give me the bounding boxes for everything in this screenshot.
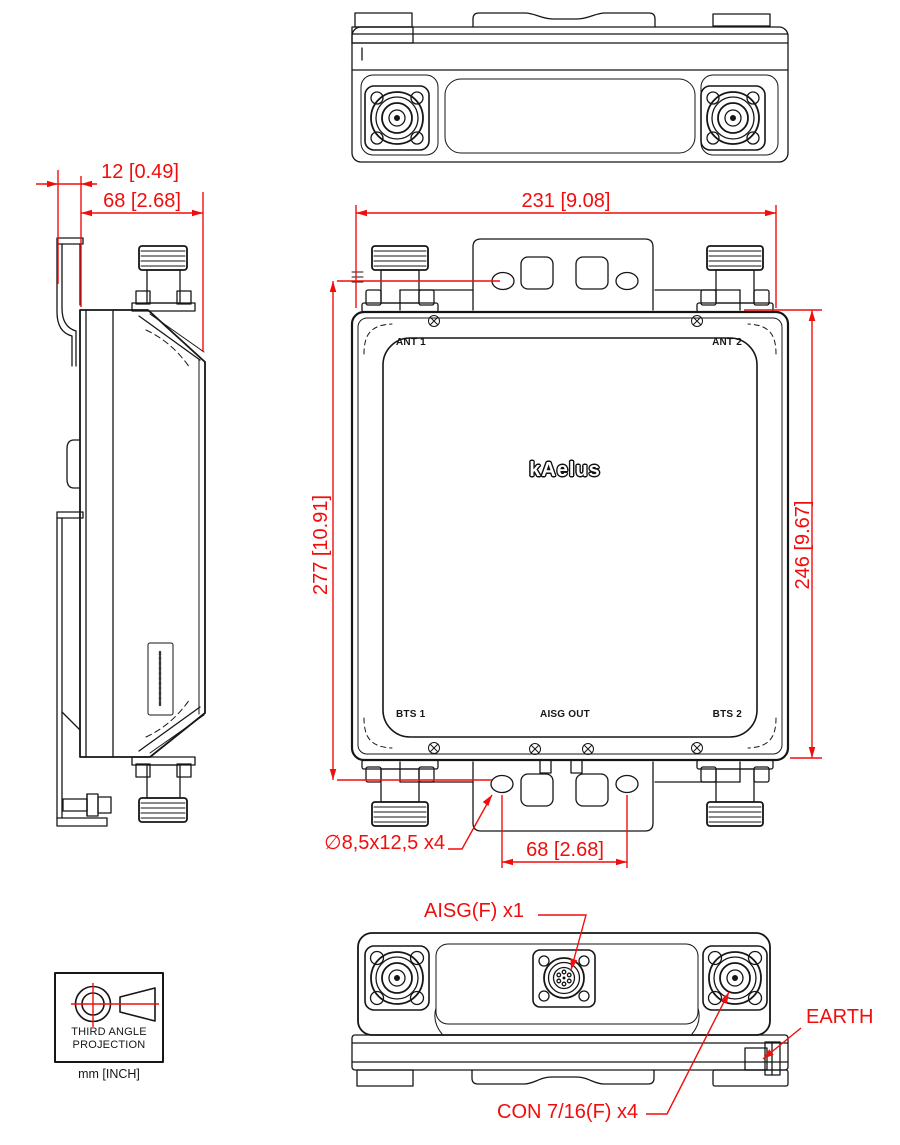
- side-view-mounting-bracket: [56, 237, 112, 827]
- callout-earth: EARTH: [806, 1006, 874, 1028]
- top-view-connector-right: [700, 85, 766, 151]
- dimension-arrowheads: [47, 180, 816, 1059]
- port-label-bts1: BTS 1: [396, 709, 426, 720]
- callout-rf-connectors: CON 7/16(F) x4: [497, 1101, 639, 1123]
- aisg-connector: [532, 949, 596, 1008]
- dim-slot-pitch: 68 [2.68]: [526, 839, 604, 861]
- slot-callout-leader: [448, 794, 493, 850]
- aisg-leader: [538, 914, 587, 971]
- dim-overall-width: 231 [9.08]: [521, 190, 611, 212]
- front-view-connector-bottom-left: [361, 759, 439, 827]
- dim-mounting-pitch: 277 [10.91]: [310, 494, 332, 596]
- front-view-connector-top-right: [696, 245, 774, 313]
- front-view-bottom-bracket: [399, 761, 741, 832]
- front-view-connector-top-left: [361, 245, 439, 313]
- dim-body-depth: 68 [2.68]: [103, 190, 181, 212]
- units-note: mm [INCH]: [78, 1067, 140, 1081]
- bottom-view: [351, 932, 789, 1087]
- kaelus-logo: kAelus: [529, 459, 601, 481]
- front-view-body: [350, 271, 790, 762]
- slot-hole-callout: ∅8,5x12,5 x4: [324, 832, 445, 854]
- port-label-bts2: BTS 2: [712, 709, 742, 720]
- port-label-aisg-out: AISG OUT: [540, 709, 590, 720]
- side-view-label-plate: [147, 642, 174, 716]
- con-leader: [646, 991, 730, 1115]
- dim-bracket-offset: 12 [0.49]: [101, 161, 179, 183]
- top-view: [351, 12, 789, 163]
- projection-title-line2: PROJECTION: [72, 1039, 146, 1051]
- front-view-connector-bottom-right: [696, 759, 774, 827]
- front-view-top-bracket: [399, 238, 741, 311]
- side-view: [56, 237, 206, 827]
- dimension-annotations: [36, 170, 822, 1115]
- bottom-view-connector-left: [364, 945, 430, 1011]
- earth-terminal: [712, 1041, 789, 1087]
- top-view-connector-left: [364, 85, 430, 151]
- port-label-ant2: ANT 2: [712, 337, 742, 348]
- callout-aisg-connector: AISG(F) x1: [424, 900, 525, 922]
- front-view: [350, 238, 790, 832]
- front-view-screws: [428, 315, 703, 755]
- bottom-view-connector-right: [702, 945, 768, 1011]
- port-label-ant1: ANT 1: [396, 337, 426, 348]
- side-view-connector-bottom: [131, 756, 196, 823]
- projection-title-line1: THIRD ANGLE: [71, 1026, 147, 1038]
- side-view-connector-top: [131, 245, 196, 312]
- dim-body-height: 246 [9.67]: [792, 500, 814, 590]
